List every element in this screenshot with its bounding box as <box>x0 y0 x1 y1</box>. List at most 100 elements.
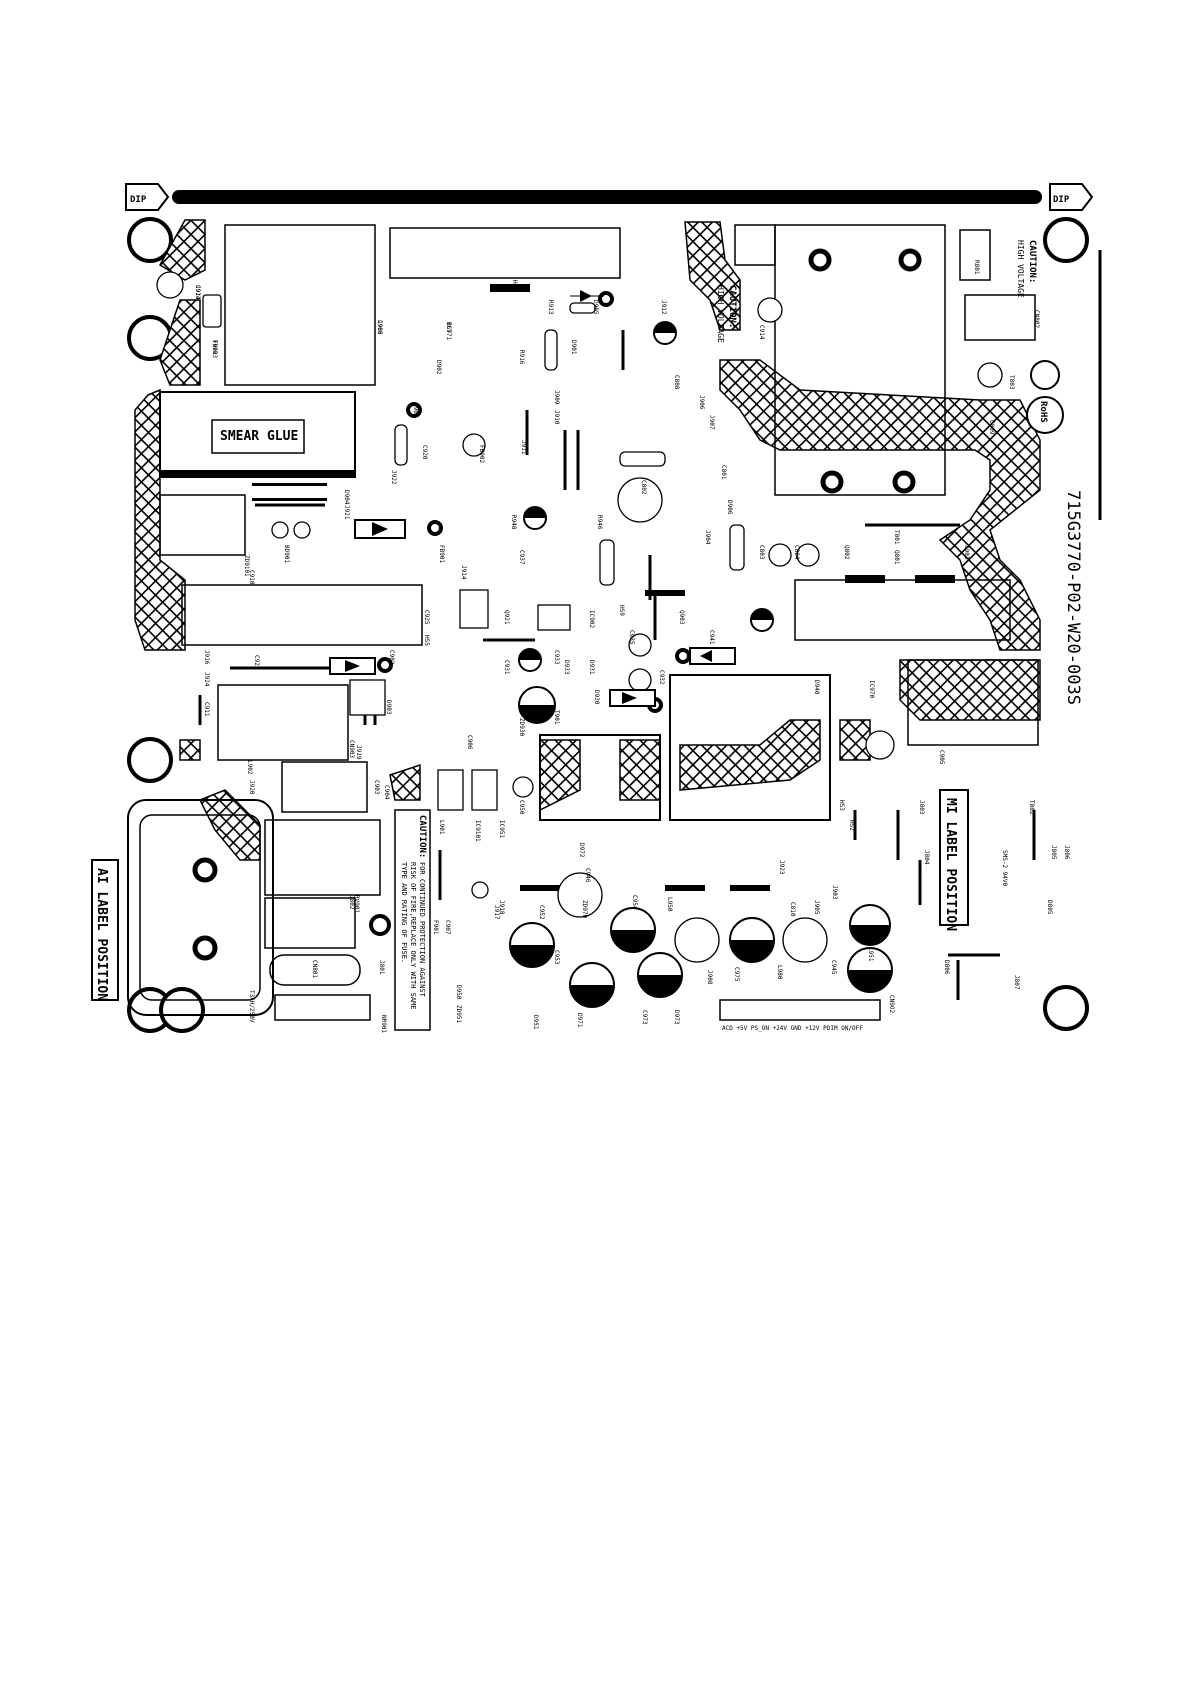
component-ref-j902: J902 <box>376 320 383 335</box>
heat-sink-bars <box>160 284 955 891</box>
component-ref-c914: C914 <box>758 325 765 340</box>
resistors <box>202 294 745 811</box>
capacitor-c973 <box>610 907 656 953</box>
caution-fuse-line3: TYPE AND RATING OF FUSE. <box>400 862 408 963</box>
component-ref-j913: J913 <box>194 285 201 300</box>
component-ref-j803: J803 <box>918 800 925 815</box>
component-ref-c931: C931 <box>503 660 510 675</box>
component-ref-c906: C906 <box>466 735 473 750</box>
component-ref-d951: D951 <box>532 1015 539 1030</box>
component-ref-d904: D904 <box>343 490 350 505</box>
smear-glue-label: SMEAR GLUE <box>220 429 298 444</box>
t802-outline <box>907 659 1039 746</box>
component-ref-d902: D902 <box>435 360 442 375</box>
test-points <box>369 291 1060 936</box>
component-ref-t902: T902 <box>211 340 218 355</box>
cn902-outline <box>719 999 881 1021</box>
mi-label-text: MI LABEL POSITION <box>943 798 958 931</box>
component-ref-c803: C803 <box>758 545 765 560</box>
component-ref-bd901: BD901 <box>283 545 290 563</box>
component-ref-c945: C945 <box>830 960 837 975</box>
component-ref-j908: J908 <box>706 970 713 985</box>
c903-outline <box>281 761 368 813</box>
component-ref-ic951: IC951 <box>498 820 505 838</box>
component-ref-j918: J918 <box>498 900 505 915</box>
component-ref-d901: D901 <box>570 340 577 355</box>
mounting-hole <box>127 217 173 263</box>
component-ref-j907: J907 <box>708 415 715 430</box>
component-ref-c953: C953 <box>553 950 560 965</box>
component-ref-fb903: FB903 <box>211 340 218 358</box>
electrolytic-capacitors <box>509 321 893 1008</box>
component-ref-j903: J903 <box>831 885 838 900</box>
diodes <box>329 290 736 707</box>
connector-pin-labels: ACD +5V PS_ON +24V GND +12V PDIM ON/OFF <box>722 1025 863 1032</box>
component-ref-c952: C952 <box>538 905 545 920</box>
component-ref-d930: D930 <box>593 690 600 705</box>
ai-label-text: AI LABEL POSITION <box>94 868 109 1001</box>
caution-fuse-line2: RISK OF FIRE,REPLACE ONLY WITH SAME <box>409 862 417 1010</box>
component-ref-j911: J911 <box>520 440 527 455</box>
component-ref-j801: J801 <box>378 960 385 975</box>
component-ref-hs7: HS7 <box>445 322 452 333</box>
component-ref-c902: C902 <box>388 650 395 665</box>
component-ref-c907: C907 <box>444 920 451 935</box>
capacitor-c953 <box>509 922 555 968</box>
caution-hv-title: CAUTION: <box>1027 240 1037 283</box>
l902-outline <box>264 819 381 896</box>
mounting-hole <box>1043 985 1089 1031</box>
component-ref-r913: R913 <box>547 300 554 315</box>
component-ref-nr901: NR901 <box>380 1015 387 1033</box>
component-ref-j904: J904 <box>704 530 711 545</box>
component-ref-j802: J802 <box>348 895 355 910</box>
component-ref-zd970: ZD970 <box>581 900 588 918</box>
component-ref-d805: D805 <box>1046 900 1053 915</box>
component-ref-j919: J919 <box>355 745 362 760</box>
component-ref-zd930: ZD930 <box>518 718 525 736</box>
component-ref-r946: R946 <box>596 515 603 530</box>
t801-outline <box>774 224 946 496</box>
t803-outline <box>964 294 1036 341</box>
component-ref-c801: C801 <box>720 465 727 480</box>
caution-hv-text-2: HIGH VOLTAGE <box>716 285 725 343</box>
t902-outline <box>669 674 831 821</box>
component-ref-c905: C905 <box>938 750 945 765</box>
component-ref-r916: R916 <box>518 350 525 365</box>
component-ref-cn802: CN802 <box>1033 310 1040 328</box>
cn901-outline <box>127 799 274 1016</box>
component-ref-j924: J924 <box>203 672 210 687</box>
component-ref-d907: D907 <box>412 403 419 418</box>
component-ref-d931: D931 <box>588 660 595 675</box>
component-ref-cn801: CN801 <box>311 960 318 978</box>
component-ref-c925: C925 <box>423 610 430 625</box>
component-ref-hs2: HS2 <box>848 820 855 831</box>
component-ref-l980: L980 <box>776 965 783 980</box>
hs5-outline <box>181 584 423 646</box>
component-ref-zd951: ZD951 <box>455 1005 462 1023</box>
component-ref-c802: C802 <box>640 480 647 495</box>
component-ref-c920: C920 <box>421 445 428 460</box>
component-ref-fb902: FB902 <box>478 445 485 463</box>
f901-outline <box>274 994 371 1021</box>
component-ref-cn903: CN903 <box>348 740 355 758</box>
component-ref-q921: Q921 <box>503 610 510 625</box>
mounting-hole <box>127 737 173 783</box>
component-ref-ic9101: IC9101 <box>474 820 481 842</box>
caution-hv-top: CAUTION: HIGH VOLTAGE CAUTION: HIGH VOLT… <box>716 240 1037 343</box>
component-ref-hs9: HS9 <box>618 605 625 616</box>
capacitor-c975 <box>637 952 683 998</box>
component-ref-d973: D973 <box>673 1010 680 1025</box>
component-ref-d905: D905 <box>592 300 599 315</box>
capacitor-c954 <box>569 962 615 1008</box>
component-ref-r948: R948 <box>510 515 517 530</box>
transformer-pins <box>192 248 922 961</box>
component-ref-hs8: HS8 <box>511 280 518 291</box>
component-ref-t803: T803 <box>1008 375 1015 390</box>
component-ref-j905: J905 <box>813 900 820 915</box>
mi-label-box: MI LABEL POSITION <box>939 789 969 931</box>
component-ref-c932: C932 <box>658 670 665 685</box>
rv901-outline <box>269 954 361 986</box>
component-ref-zd9101: ZD9101 <box>243 555 250 577</box>
component-ref-j804: J804 <box>923 850 930 865</box>
